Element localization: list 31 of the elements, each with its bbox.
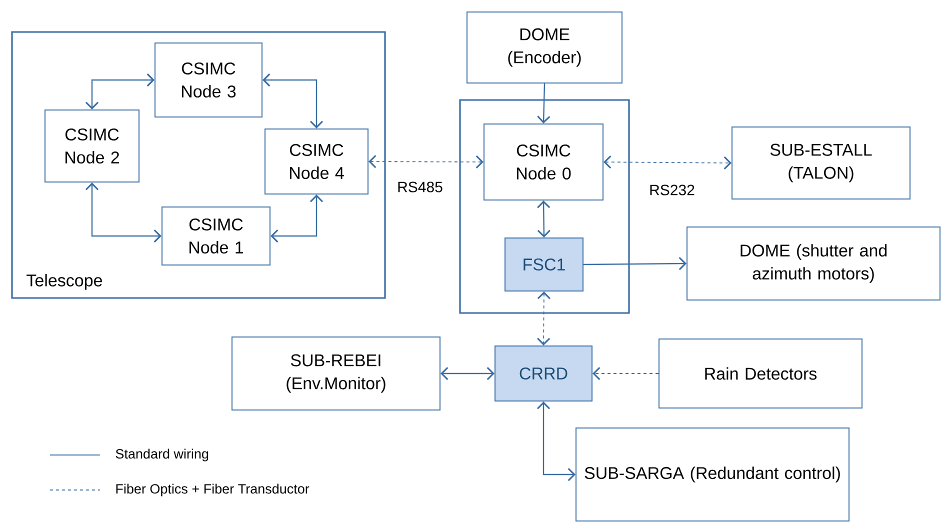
device-box: DOME (shutter and azimuth motors): [686, 226, 941, 300]
connector-arrow: [536, 402, 576, 482]
connector-arrow: [85, 73, 154, 110]
device-box: CSIMC Node 4: [264, 128, 368, 194]
connector-arrow: [270, 194, 324, 243]
edge-label: RS485: [396, 180, 444, 194]
group-box: [459, 99, 630, 314]
device-box: DOME (Encoder): [466, 12, 622, 84]
connector-arrow: [537, 83, 550, 124]
device-box: CSIMC Node 3: [154, 42, 262, 118]
connector-arrow: [592, 366, 659, 380]
connector-arrow: [262, 73, 324, 128]
device-box: Rain Detectors: [658, 338, 862, 408]
connector-arrow: [440, 366, 494, 380]
connector-arrow: [85, 182, 162, 243]
connector-arrow: [604, 156, 732, 170]
connector-arrow: [584, 257, 687, 270]
device-box: SUB-ESTALL (TALON): [732, 126, 911, 200]
connector-arrow: [537, 200, 550, 238]
module-box: CRRD: [494, 346, 592, 402]
legend-text: Standard wiring: [116, 448, 208, 462]
device-box: CSIMC Node 1: [162, 206, 270, 266]
edge-label: RS232: [648, 184, 696, 196]
device-box: SUB-REBEI (Env.Monitor): [232, 336, 440, 410]
connector-arrow: [537, 292, 551, 346]
device-box: CSIMC Node 2: [44, 110, 140, 182]
connector-arrow: [368, 154, 484, 169]
device-box: SUB-SARGA (Redundant control): [576, 428, 850, 522]
module-box: FSC1: [504, 238, 584, 292]
legend-text: Fiber Optics + Fiber Transductor: [116, 484, 310, 496]
device-box: CSIMC Node 0: [484, 124, 604, 200]
